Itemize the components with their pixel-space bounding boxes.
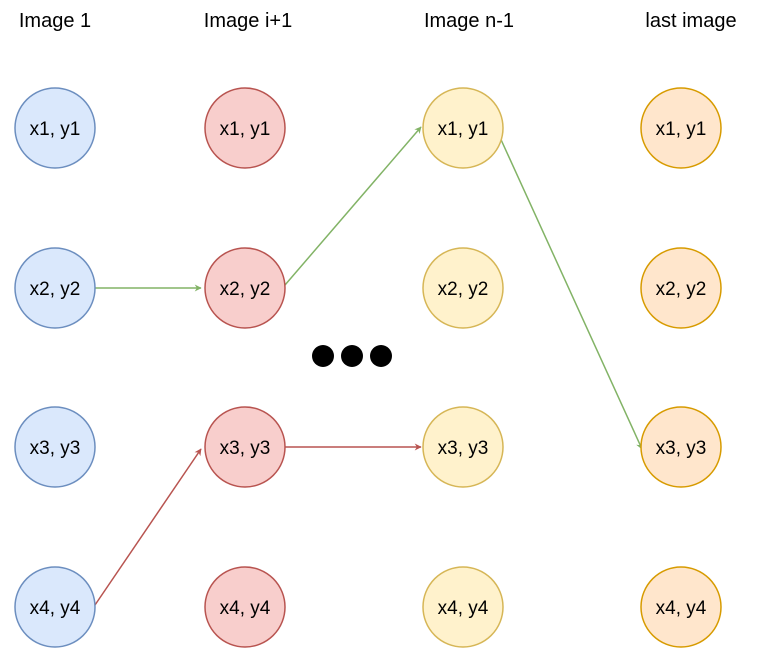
edges: [94, 126, 643, 606]
node-imagen1-x2y2: x2, y2: [422, 247, 504, 329]
node-circle: [14, 247, 96, 329]
edge-image1-x4y4-to-imagei1-x3y3: [94, 448, 202, 606]
ellipsis-dot: [341, 345, 363, 367]
node-label: x3, y3: [30, 438, 81, 459]
node-circle: [204, 247, 286, 329]
node-last-x4y4: x4, y4: [640, 566, 722, 648]
node-imagei1-x2y2: x2, y2: [204, 247, 286, 329]
node-image1-x3y3: x3, y3: [14, 406, 96, 488]
node-last-x2y2: x2, y2: [640, 247, 722, 329]
node-last-x1y1: x1, y1: [640, 87, 722, 169]
node-circle: [422, 247, 504, 329]
node-label: x1, y1: [220, 119, 271, 140]
node-label: x3, y3: [656, 438, 707, 459]
node-circle: [640, 247, 722, 329]
node-label: x4, y4: [220, 598, 271, 619]
node-image1-x4y4: x4, y4: [14, 566, 96, 648]
node-circle: [640, 406, 722, 488]
edge-imagen1-x1y1-to-last-x3y3: [497, 132, 643, 450]
node-imagei1-x4y4: x4, y4: [204, 566, 286, 648]
node-imagen1-x3y3: x3, y3: [422, 406, 504, 488]
node-label: x1, y1: [30, 119, 81, 140]
ellipsis-dot: [370, 345, 392, 367]
node-circle: [14, 406, 96, 488]
node-circle: [14, 87, 96, 169]
node-circle: [204, 87, 286, 169]
node-circle: [204, 566, 286, 648]
column-title-last-image: last image: [645, 10, 736, 32]
column-image-n-minus-1: x1, y1 x2, y2 x3, y3 x4, y4: [422, 87, 504, 648]
node-circle: [640, 566, 722, 648]
node-imagen1-x1y1: x1, y1: [422, 87, 504, 169]
node-imagen1-x4y4: x4, y4: [422, 566, 504, 648]
node-label: x4, y4: [438, 598, 489, 619]
column-image-i-plus-1: x1, y1 x2, y2 x3, y3 x4, y4: [204, 87, 286, 648]
node-label: x2, y2: [220, 279, 271, 300]
ellipsis-dot: [312, 345, 334, 367]
edge-imagei1-x2y2-to-imagen1-x1y1: [284, 126, 422, 286]
node-image1-x2y2: x2, y2: [14, 247, 96, 329]
column-titles: Image 1 Image i+1 Image n-1 last image: [19, 10, 737, 32]
node-image1-x1y1: x1, y1: [14, 87, 96, 169]
node-circle: [640, 87, 722, 169]
column-title-image-i-plus-1: Image i+1: [204, 10, 292, 32]
node-label: x4, y4: [30, 598, 81, 619]
node-imagei1-x1y1: x1, y1: [204, 87, 286, 169]
node-circle: [422, 87, 504, 169]
column-last-image: x1, y1 x2, y2 x3, y3 x4, y4: [640, 87, 722, 648]
node-label: x4, y4: [656, 598, 707, 619]
node-circle: [14, 566, 96, 648]
ellipsis-dots-icon: [312, 345, 392, 367]
column-image-1: x1, y1 x2, y2 x3, y3 x4, y4: [14, 87, 96, 648]
node-circle: [422, 406, 504, 488]
node-label: x2, y2: [656, 279, 707, 300]
node-circle: [204, 406, 286, 488]
column-title-image-n-minus-1: Image n-1: [424, 10, 514, 32]
node-label: x2, y2: [30, 279, 81, 300]
node-imagei1-x3y3: x3, y3: [204, 406, 286, 488]
node-label: x3, y3: [220, 438, 271, 459]
node-label: x2, y2: [438, 279, 489, 300]
node-last-x3y3: x3, y3: [640, 406, 722, 488]
node-label: x3, y3: [438, 438, 489, 459]
node-circle: [422, 566, 504, 648]
node-label: x1, y1: [656, 119, 707, 140]
node-label: x1, y1: [438, 119, 489, 140]
column-title-image-1: Image 1: [19, 10, 91, 32]
